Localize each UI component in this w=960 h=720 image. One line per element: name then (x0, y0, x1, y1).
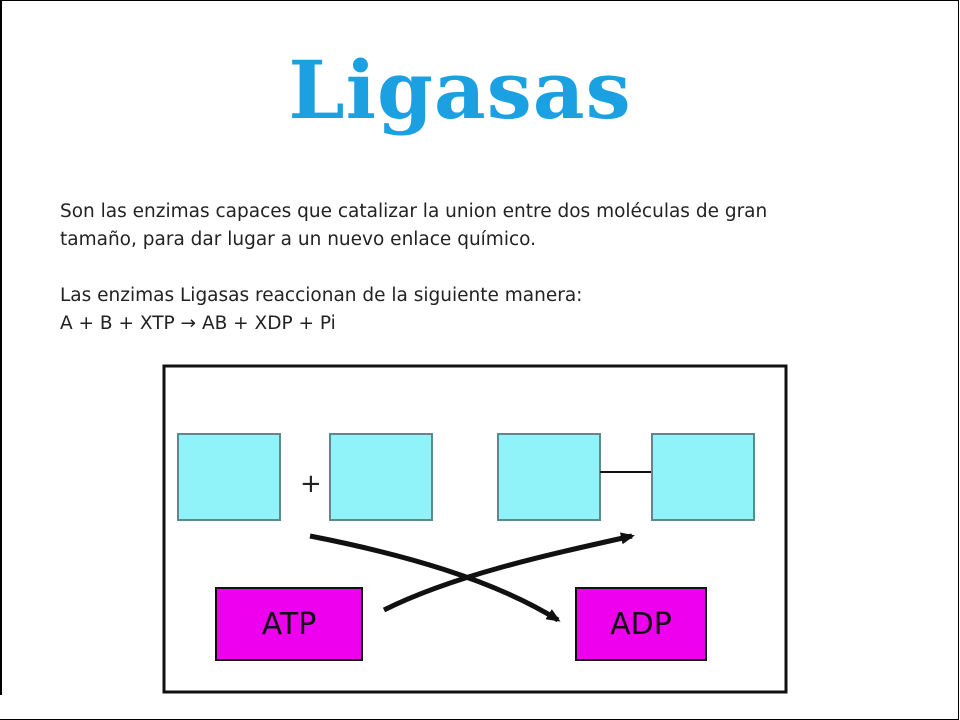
definition-line-1: Son las enzimas capaces que catalizar la… (60, 201, 768, 222)
slide-border-left (0, 0, 2, 695)
atp-box (215, 587, 363, 661)
plus-sign: + (300, 469, 322, 499)
molecule-b-box (329, 433, 433, 521)
arrow-to-adp (309, 533, 561, 623)
adp-box (575, 587, 707, 661)
molecule-a-box (177, 433, 281, 521)
reaction-equation: A + B + XTP → AB + XDP + Pi (60, 313, 336, 334)
ligase-diagram-svg: + ATP ADP (162, 364, 788, 694)
slide-title: Ligasas (288, 43, 632, 137)
arrow-to-product (382, 532, 635, 613)
product-molecule-a-box (497, 433, 601, 521)
reaction-intro: Las enzimas Ligasas reaccionan de la sig… (60, 285, 583, 306)
ligase-diagram: + ATP ADP (162, 364, 790, 696)
product-molecule-b-box (651, 433, 755, 521)
adp-label: ADP (610, 607, 672, 642)
slide-body: Son las enzimas capaces que catalizar la… (60, 198, 900, 338)
definition-line-2: tamaño, para dar lugar a un nuevo enlace… (60, 229, 537, 250)
atp-label: ATP (262, 607, 317, 642)
